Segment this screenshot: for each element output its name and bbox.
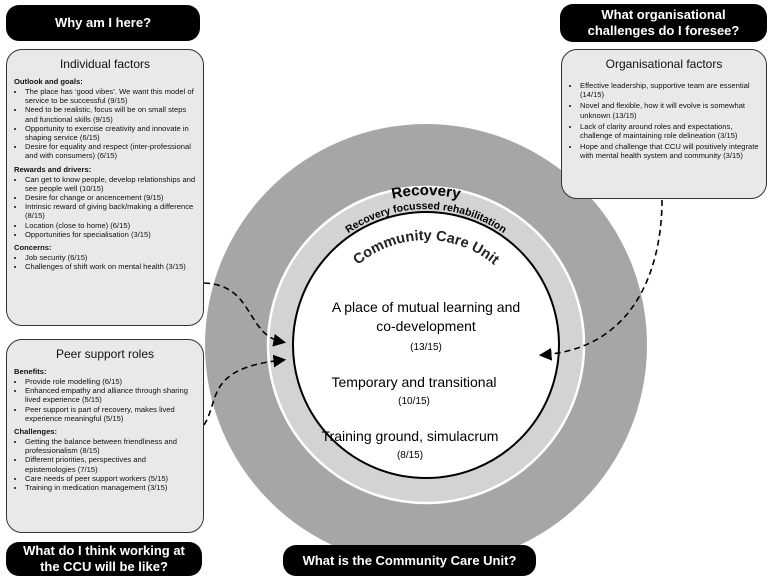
list-item: Opportunity to exercise creativity and i… [25,124,197,142]
list-item: Novel and flexible, how it will evolve i… [580,101,760,119]
individual-factors-list: Outlook and goals:The place has ‘good vi… [7,77,203,271]
what-is-ccu-header: What is the Community Care Unit? [283,545,536,576]
individual-connector-arrow [203,282,287,347]
list-item: Getting the balance between friendliness… [25,437,197,455]
list-item: Peer support is part of recovery, makes … [25,405,197,423]
list-item: Provide role modelling (6/15) [25,377,197,386]
list-item: Location (close to home) (6/15) [25,221,197,230]
section-heading: Outlook and goals: [14,77,83,86]
list-item: Lack of clarity around roles and expecta… [580,122,760,140]
list-item: Hope and challenge that CCU will positiv… [580,142,760,160]
peer-connector-arrow [203,354,287,426]
working-at-ccu-header: What do I think working at the CCU will … [6,542,202,576]
organisational-challenges-header: What organisational challenges do I fore… [560,4,767,42]
peer-support-panel: Peer support roles Benefits:Provide role… [6,339,204,533]
theme-2-count: (10/15) [398,396,430,407]
bullet-list: The place has ‘good vibes’. We want this… [7,87,203,161]
theme-2-text: Temporary and transitional [332,374,497,390]
bullet-list: Can get to know people, develop relation… [7,175,203,239]
theme-1-text: A place of mutual learning and [332,299,520,315]
peer-support-title: Peer support roles [55,347,155,361]
why-am-i-here-header: Why am I here? [6,5,200,41]
list-item: Different priorities, perspectives and e… [25,455,197,473]
list-item: Enhanced empathy and alliance through sh… [25,386,197,404]
organisational-factors-list: Effective leadership, supportive team ar… [562,81,766,161]
list-item: Intrinsic reward of giving back/making a… [25,202,197,220]
peer-support-list: Benefits:Provide role modelling (6/15)En… [7,367,203,492]
individual-factors-title: Individual factors [59,57,151,71]
recovery-label: Recovery [390,182,463,203]
list-item: Effective leadership, supportive team ar… [580,81,760,99]
section-heading: Rewards and drivers: [14,164,92,174]
organisational-factors-panel: Organisational factors Effective leaders… [561,49,767,199]
community-care-unit-circle [292,211,560,479]
theme-3-text: Training ground, simulacrum [322,428,499,444]
bullet-list: Job security (6/15)Challenges of shift w… [7,253,203,271]
list-item: Challenges of shift work on mental healt… [25,262,197,271]
individual-factors-panel: Individual factors Outlook and goals:The… [6,49,204,326]
bullet-list: Getting the balance between friendliness… [7,437,203,492]
section-heading: Concerns: [14,243,52,253]
section-heading: Benefits: [14,367,47,376]
list-item: Desire for change or ancencement (9/15) [25,193,197,202]
bullet-list: Provide role modelling (6/15)Enhanced em… [7,377,203,423]
section-heading: Challenges: [14,427,58,437]
list-item: Can get to know people, develop relation… [25,175,197,193]
list-item: Need to be realistic, focus will be on s… [25,105,197,123]
theme-1-text-line2: co-development [376,318,476,334]
theme-3-count: (8/15) [397,450,423,461]
organisational-connector-arrow [538,199,663,361]
organisational-factors-title: Organisational factors [605,57,723,71]
list-item: Care needs of peer support workers (5/15… [25,474,197,483]
list-item: Desire for equality and respect (inter-p… [25,142,197,160]
list-item: Job security (6/15) [25,253,197,262]
list-item: Training in medication management (3/15) [25,483,197,492]
theme-1-count: (13/15) [410,342,442,353]
list-item: Opportunities for specialisation (3/15) [25,230,197,239]
list-item: The place has ‘good vibes’. We want this… [25,87,197,105]
